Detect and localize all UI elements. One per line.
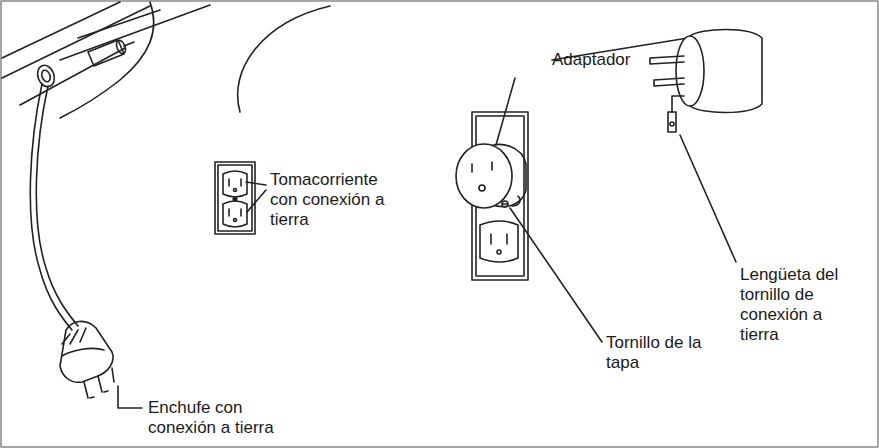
grounded-plug: [30, 84, 114, 398]
toilet-seat: [2, 2, 330, 118]
part-label: Tornillo de la tapa: [606, 333, 706, 373]
part-label: Enchufe con conexión a tierra: [148, 398, 308, 438]
part-label: Tomacorriente con conexión a tierra: [270, 170, 395, 230]
leader-line: [246, 182, 266, 212]
grounded-outlet: [215, 162, 255, 234]
part-label: Adaptador: [552, 50, 672, 70]
part-label: Lengüeta del tornillo de conexión a tier…: [740, 265, 860, 345]
leader-line: [680, 135, 736, 262]
leader-line: [118, 386, 142, 408]
leader-line: [510, 208, 602, 342]
leader-line: [496, 38, 688, 145]
adapter: [650, 30, 762, 133]
outlet-with-adapter: [456, 112, 528, 280]
